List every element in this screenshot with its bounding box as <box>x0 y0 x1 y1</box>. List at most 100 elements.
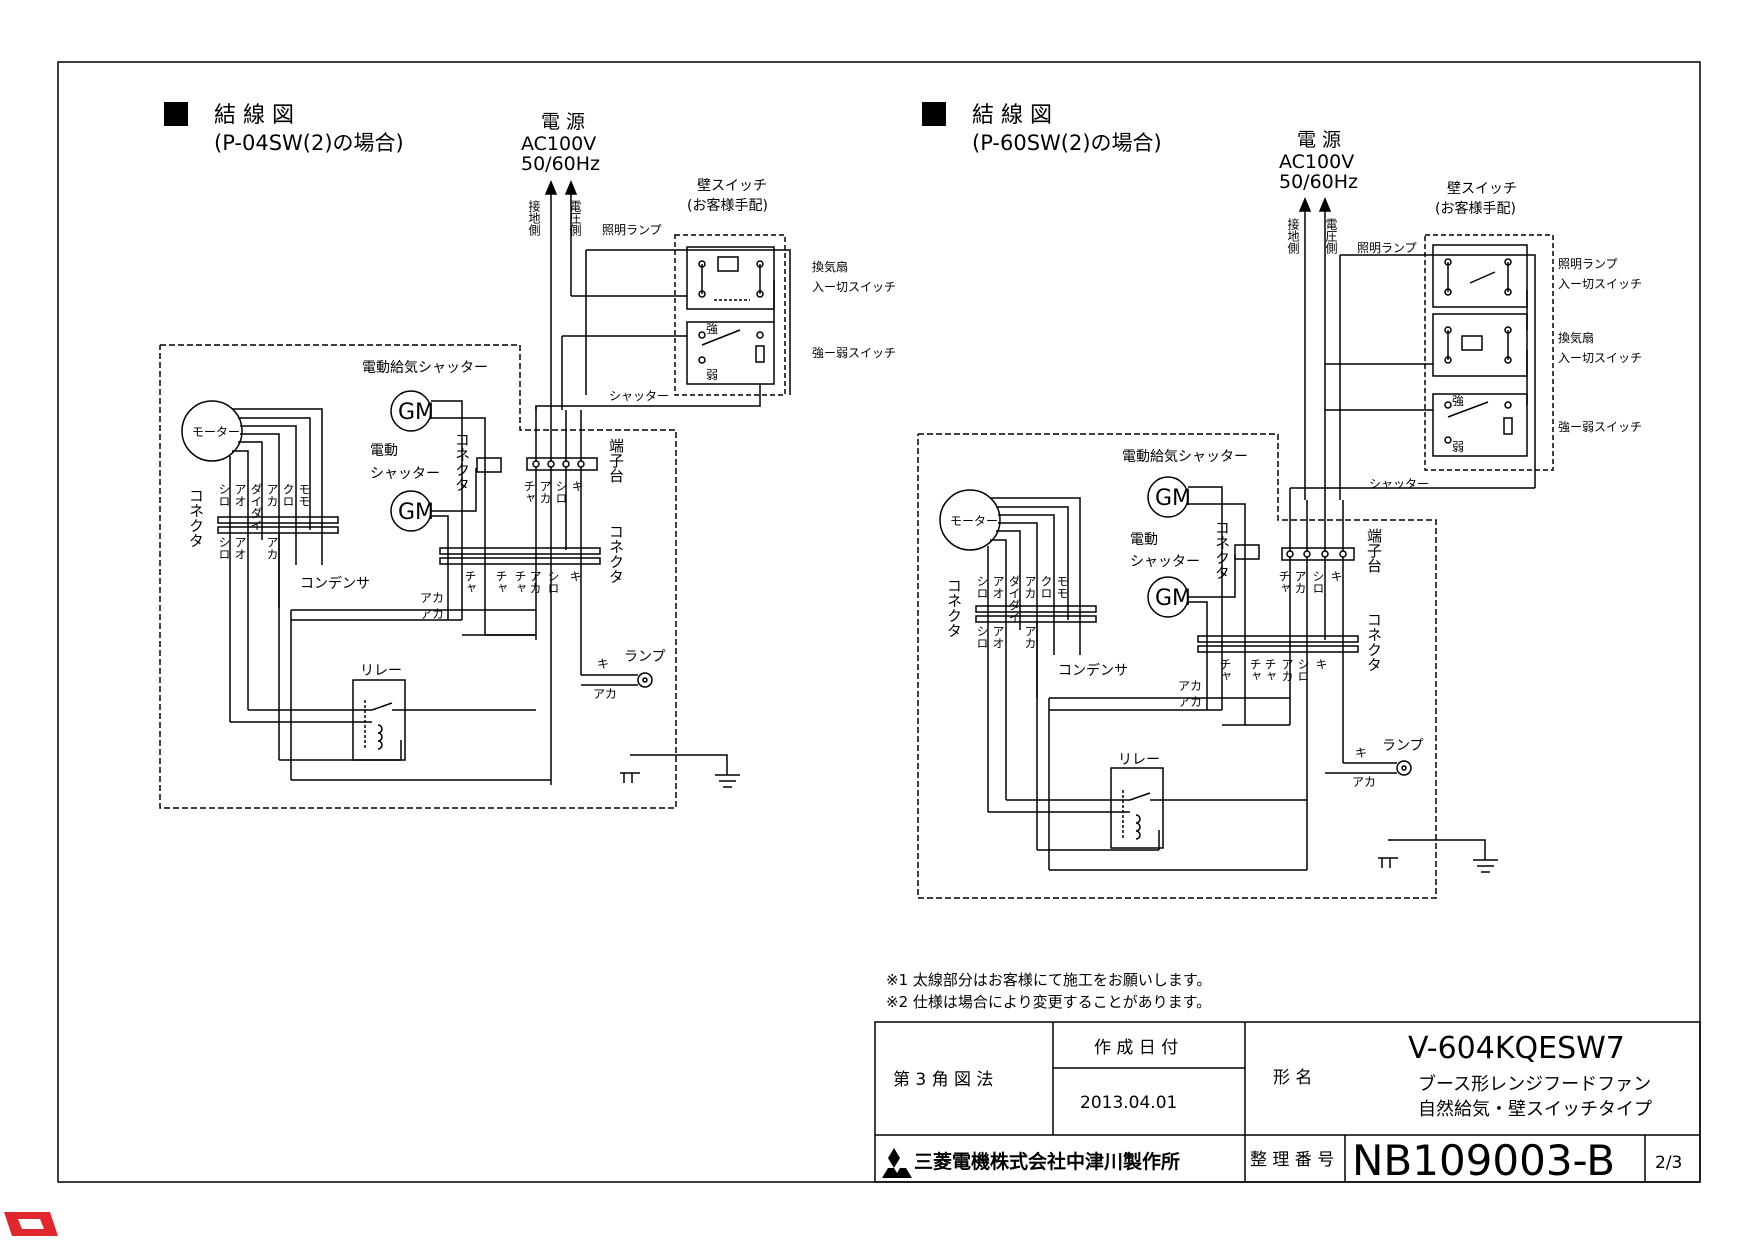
right-wire-aka: アカ <box>1352 775 1376 789</box>
right-wire-aka-1: アカ <box>1178 679 1202 693</box>
right-strong: 強 <box>1452 394 1464 408</box>
left-wall-switch: 壁スイッチ <box>697 178 767 194</box>
right-connector-motor: コネクタ <box>945 578 963 638</box>
creation-date: 2013.04.01 <box>1080 1093 1177 1113</box>
right-fan-switch-2: 入ー切スイッチ <box>1558 351 1642 365</box>
drawing-border <box>57 61 1701 1183</box>
right-gm-1: GM <box>1155 486 1191 511</box>
wire-code-connector-1-5: キ <box>1314 658 1328 670</box>
right-power-voltage: AC100V <box>1279 151 1354 173</box>
left-wire-aka-1: アカ <box>420 591 444 605</box>
model-label: 形 名 <box>1273 1068 1312 1088</box>
left-fan-switch-1: 換気扇 <box>812 259 848 274</box>
left-connector-motor: コネクタ <box>187 488 205 548</box>
wire-code-motor-1-1: アオ <box>991 575 1005 599</box>
left-power-frequency: 50/60Hz <box>521 153 600 175</box>
right-wire-aka-2: アカ <box>1178 695 1202 709</box>
wire-code-connector-1-2: チャ <box>1263 658 1277 682</box>
left-connector-lower: コネクタ <box>607 524 625 584</box>
section-bullet-icon <box>922 102 946 126</box>
right-wire-ki: キ <box>1355 746 1367 760</box>
right-shutter: シャッター <box>1369 477 1429 491</box>
reference-label: 整 理 番 号 <box>1250 1150 1334 1170</box>
wire-code-motor-lower-0-2: アカ <box>265 536 279 560</box>
right-light-switch-1: 照明ランプ <box>1558 257 1618 271</box>
wire-code-motor-lower-0-1: アオ <box>233 536 247 560</box>
title-block <box>874 1021 1701 1183</box>
right-condenser: コンデンサ <box>1058 662 1128 679</box>
left-fan-switch-2: 入ー切スイッチ <box>812 280 896 294</box>
left-weak: 弱 <box>706 368 718 382</box>
reference-number: NB109003-B <box>1352 1136 1615 1185</box>
wire-code-motor-1-0: シロ <box>975 575 989 599</box>
right-elec-shutter-1: 電動 <box>1130 532 1158 548</box>
right-connector-upper: コネクタ <box>1213 520 1231 580</box>
wire-code-connector-1-3: アカ <box>1280 658 1294 682</box>
wire-code-motor-1-3: アカ <box>1023 575 1037 599</box>
page-number: 2/3 <box>1655 1153 1682 1173</box>
left-strong: 強 <box>706 322 718 336</box>
left-elec-supply-shutter: 電動給気シャッター <box>362 360 488 376</box>
product-description-2: 自然給気・壁スイッチタイプ <box>1418 1099 1652 1120</box>
wire-code-motor-lower-0-0: シロ <box>217 536 231 560</box>
wire-code-motor-1-5: モモ <box>1055 575 1069 599</box>
note-2: ※2 仕様は場合により変更することがあります。 <box>886 993 1211 1011</box>
left-labels: 結 線 図 (P-04SW(2)の場合) 電 源 AC100V 50/60Hz … <box>187 103 896 701</box>
left-gm-1: GM <box>398 400 434 425</box>
left-elec-shutter-2: シャッター <box>370 466 440 482</box>
left-wire-ki: キ <box>597 657 609 671</box>
wire-code-motor-0-4: クロ <box>281 483 295 507</box>
right-gm-2: GM <box>1155 586 1191 611</box>
left-gm-2: GM <box>398 500 434 525</box>
right-terminal-block: 端子台 <box>1365 528 1383 573</box>
product-description-1: ブース形レンジフードファン <box>1418 1073 1651 1095</box>
right-power-frequency: 50/60Hz <box>1279 171 1358 193</box>
wire-code-motor-1-2: ダイダイ <box>1007 575 1021 623</box>
right-labels: 結 線 図 (P-60SW(2)の場合) 電 源 AC100V 50/60Hz … <box>945 103 1642 789</box>
mitsubishi-logo-icon <box>882 1148 912 1178</box>
right-elec-shutter-2: シャッター <box>1130 554 1200 570</box>
right-power-label: 電 源 <box>1297 129 1341 151</box>
left-power-voltage: AC100V <box>521 133 596 155</box>
right-title: 結 線 図 <box>972 103 1052 128</box>
right-subtitle: (P-60SW(2)の場合) <box>972 131 1162 155</box>
wire-code-motor-lower-1-1: アオ <box>991 625 1005 649</box>
right-strong-weak-switch: 強ー弱スイッチ <box>1558 420 1642 434</box>
section-bullet-icon <box>164 102 188 126</box>
wire-code-terminal-0-0: チャ <box>522 480 536 504</box>
wire-code-connector-1-4: シロ <box>1296 658 1310 682</box>
wire-code-connector-0-1: チャ <box>494 570 508 594</box>
wire-code-motor-lower-1-0: シロ <box>975 625 989 649</box>
wire-code-terminal-0-3: キ <box>570 480 584 492</box>
projection-method: 第 3 角 図 法 <box>893 1070 993 1090</box>
wire-code-connector-1-1: チャ <box>1248 658 1262 682</box>
right-ground-side: 接地側 <box>1286 217 1300 254</box>
wire-code-connector-1-0: チャ <box>1218 658 1232 682</box>
company-name: 三菱電機株式会社中津川製作所 <box>914 1150 1180 1173</box>
right-weak: 弱 <box>1452 440 1464 454</box>
wire-code-terminal-1-1: アカ <box>1293 570 1307 594</box>
wire-code-terminal-0-2: シロ <box>554 480 568 504</box>
left-relay: リレー <box>360 663 402 679</box>
wire-code-motor-lower-1-2: アカ <box>1023 625 1037 649</box>
wire-code-motor-0-1: アオ <box>233 483 247 507</box>
left-wall-switch-note: (お客様手配) <box>687 197 768 214</box>
left-terminal-block: 端子台 <box>607 438 625 483</box>
left-motor-label: モーター <box>192 425 240 439</box>
right-lamp: ランプ <box>1382 738 1424 754</box>
right-elec-supply-shutter: 電動給気シャッター <box>1122 449 1248 465</box>
left-title: 結 線 図 <box>214 103 294 128</box>
left-wiring-diagram <box>159 102 791 809</box>
wire-code-terminal-1-2: シロ <box>1311 570 1325 594</box>
wire-code-connector-0-3: アカ <box>528 570 542 594</box>
note-1: ※1 太線部分はお客様にて施工をお願いします。 <box>886 971 1211 989</box>
date-label: 作 成 日 付 <box>1094 1038 1178 1058</box>
left-ground-side: 接地側 <box>527 199 541 236</box>
right-wall-switch-note: (お客様手配) <box>1435 200 1516 217</box>
right-wall-switch: 壁スイッチ <box>1447 181 1517 197</box>
wire-code-terminal-0-1: アカ <box>538 480 552 504</box>
left-voltage-side: 電圧側 <box>568 200 582 236</box>
wire-code-terminal-1-3: キ <box>1329 570 1343 582</box>
